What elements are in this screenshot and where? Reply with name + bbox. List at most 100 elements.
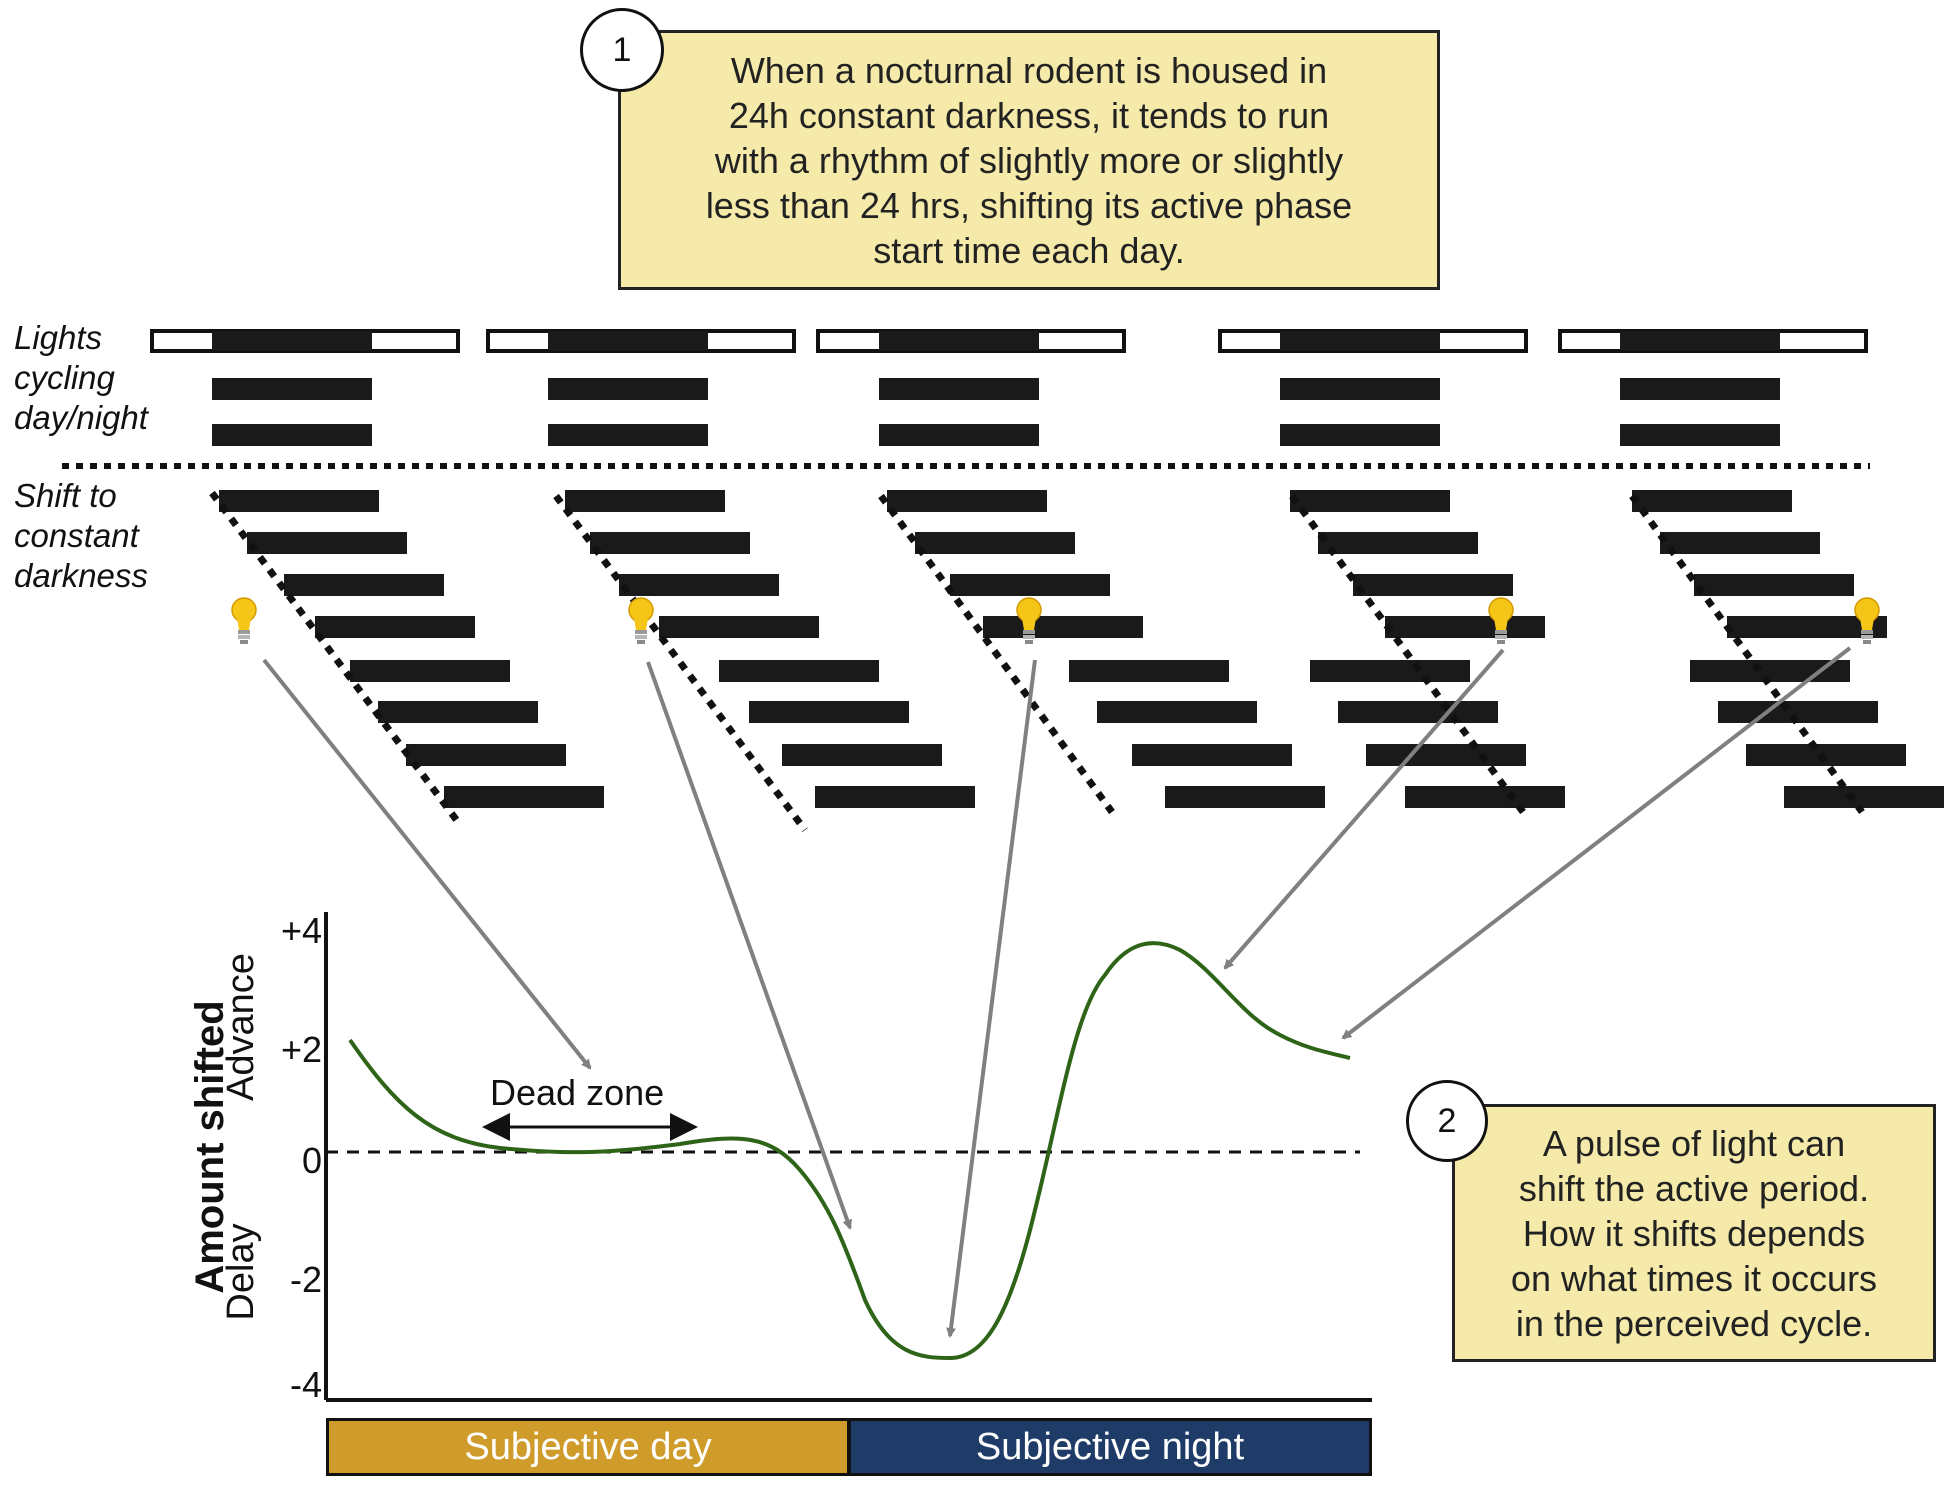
- light-bulb-icon: [627, 596, 655, 648]
- actogram-panel: [816, 329, 1325, 815]
- activity-bar: [350, 660, 510, 682]
- activity-bar: [212, 424, 372, 446]
- activity-bar: [1318, 532, 1478, 554]
- constant-darkness-label: Shift to constant darkness: [14, 477, 148, 594]
- activity-bar: [782, 744, 942, 766]
- pulse-arrow: [262, 658, 592, 1070]
- phase-response-curve: [348, 941, 1351, 1361]
- callout-2-box: A pulse of light can shift the active pe…: [1452, 1104, 1936, 1362]
- activity-bar: [1632, 490, 1792, 512]
- callout-2-line: in the perceived cycle.: [1515, 1302, 1873, 1344]
- actogram-panel: [1218, 329, 1565, 815]
- activity-bar: [1097, 701, 1257, 723]
- subjective-day-bar: Subjective day: [326, 1418, 850, 1476]
- activity-bar: [548, 424, 708, 446]
- pulse-arrows: [262, 646, 1852, 1338]
- activity-bar: [1165, 786, 1325, 808]
- activity-bar: [1690, 660, 1850, 682]
- callout-2-line: How it shifts depends: [1522, 1212, 1866, 1254]
- activity-bar: [983, 616, 1143, 638]
- callout-1-box: When a nocturnal rodent is housed in 24h…: [618, 30, 1440, 290]
- y-tick-label: +4: [280, 910, 322, 951]
- callout-1-line: 24h constant darkness, it tends to run: [728, 94, 1330, 136]
- activity-bar: [1290, 490, 1450, 512]
- dead-zone-arrow: [482, 1113, 698, 1141]
- lights-cycling-label: Lights cycling day/night: [14, 319, 148, 436]
- activity-bar: [659, 616, 819, 638]
- activity-bar: [565, 490, 725, 512]
- subjective-night-bar: Subjective night: [848, 1418, 1372, 1476]
- actogram-panel: [486, 329, 975, 833]
- pulse-arrow: [1223, 648, 1505, 970]
- activity-bar: [1280, 378, 1440, 400]
- phase-response-chart: [324, 912, 1372, 1402]
- activity-bar: [1660, 532, 1820, 554]
- pulse-arrow: [646, 661, 853, 1230]
- light-bulb-icon: [230, 596, 258, 648]
- activity-bar: [1132, 744, 1292, 766]
- activity-bar: [950, 574, 1110, 596]
- activity-bar: [1353, 574, 1513, 596]
- activity-bar: [590, 532, 750, 554]
- activity-bar: [1694, 574, 1854, 596]
- y-tick-label: -4: [289, 1364, 322, 1405]
- callout-1-line: less than 24 hrs, shifting its active ph…: [705, 184, 1353, 226]
- callout-2-line: on what times it occurs: [1510, 1257, 1878, 1299]
- activity-bar: [879, 378, 1039, 400]
- activity-bar: [1338, 701, 1498, 723]
- dark-period: [1620, 331, 1780, 351]
- activity-bar: [212, 378, 372, 400]
- free-run-guide: [1289, 493, 1526, 815]
- y-tick-label: +2: [280, 1029, 322, 1070]
- activity-bar: [1746, 744, 1906, 766]
- dark-period: [548, 331, 708, 351]
- activity-bar: [247, 532, 407, 554]
- delay-label: Delay: [220, 1223, 262, 1321]
- activity-bar: [749, 701, 909, 723]
- activity-bar: [444, 786, 604, 808]
- activity-bar: [1727, 616, 1887, 638]
- activity-bar: [548, 378, 708, 400]
- free-run-guide: [1629, 493, 1865, 815]
- actogram-panel: [150, 329, 604, 825]
- activity-bar: [879, 424, 1039, 446]
- dark-period: [1280, 331, 1440, 351]
- callout-2-line: A pulse of light can: [1542, 1122, 1846, 1164]
- activity-bar: [1405, 786, 1565, 808]
- dead-zone-label: Dead zone: [490, 1072, 665, 1113]
- callout-1-line: When a nocturnal rodent is housed in: [730, 49, 1328, 91]
- y-tick-label: -2: [289, 1259, 322, 1300]
- activity-bar: [815, 786, 975, 808]
- activity-bar: [887, 490, 1047, 512]
- callout-1-line: start time each day.: [873, 229, 1185, 271]
- activity-bar: [315, 616, 475, 638]
- pulse-arrow: [1341, 646, 1852, 1040]
- activity-bar: [719, 660, 879, 682]
- y-tick-label: 0: [301, 1140, 322, 1181]
- callout-2-number: 2: [1406, 1080, 1488, 1162]
- pulse-arrow: [946, 659, 1037, 1338]
- free-run-guide: [553, 493, 808, 833]
- callout-2-line: shift the active period.: [1518, 1167, 1870, 1209]
- activity-bar: [619, 574, 779, 596]
- activity-bar: [1385, 616, 1545, 638]
- callout-1-line: with a rhythm of slightly more or slight…: [714, 139, 1344, 181]
- activity-bar: [1069, 660, 1229, 682]
- actograms: [150, 329, 1944, 833]
- actogram-panel: [1558, 329, 1944, 815]
- callout-1-number: 1: [580, 8, 664, 92]
- dark-period: [879, 331, 1039, 351]
- activity-bar: [1310, 660, 1470, 682]
- light-bulb-icon: [1853, 596, 1881, 648]
- free-run-guide: [209, 490, 461, 825]
- activity-bar: [1784, 786, 1944, 808]
- activity-bar: [284, 574, 444, 596]
- advance-label: Advance: [220, 953, 262, 1101]
- activity-bar: [1366, 744, 1526, 766]
- activity-bar: [406, 744, 566, 766]
- dark-period: [212, 331, 372, 351]
- activity-bar: [219, 490, 379, 512]
- activity-bar: [1280, 424, 1440, 446]
- light-bulb-icon: [1015, 596, 1043, 648]
